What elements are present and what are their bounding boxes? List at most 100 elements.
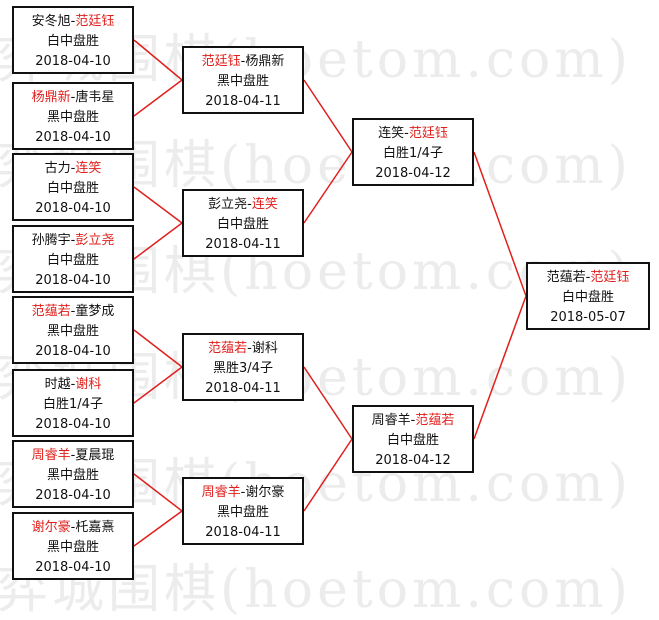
player-b-name: 谢科 xyxy=(251,341,278,356)
match-date: 2018-04-10 xyxy=(35,201,111,216)
match-box-r1m8: 谢尔豪-杔嘉熹黑中盘胜 2018-04-10 xyxy=(12,512,134,580)
match-players: 范廷钰-杨鼎新 xyxy=(184,52,302,72)
player-b-name: 范蕴若 xyxy=(415,413,455,428)
match-result: 黑中盘胜 xyxy=(46,468,99,483)
match-players: 周睿羊-夏晨琨 xyxy=(14,446,132,466)
connector-line xyxy=(133,39,183,81)
match-date: 2018-04-10 xyxy=(35,130,111,145)
match-result: 白中盘胜 xyxy=(216,217,269,232)
player-separator: - xyxy=(240,54,246,69)
player-separator: - xyxy=(70,90,76,105)
player-b-name: 连笑 xyxy=(251,197,278,212)
connector-line xyxy=(303,79,353,153)
player-separator: - xyxy=(70,304,76,319)
player-b-name: 唐韦星 xyxy=(75,90,115,105)
connector-line xyxy=(133,473,183,512)
player-b-name: 杨鼎新 xyxy=(245,54,285,69)
player-separator: - xyxy=(70,14,76,29)
match-players: 孙腾宇-彭立尧 xyxy=(14,231,132,251)
player-separator: - xyxy=(247,341,252,356)
player-separator: - xyxy=(404,126,409,141)
player-a-name: 孙腾宇 xyxy=(31,233,71,248)
match-result: 黑中盘胜 xyxy=(216,74,269,89)
player-b-name: 谢尔豪 xyxy=(245,485,285,500)
player-separator: - xyxy=(410,413,416,428)
match-box-r1m7: 周睿羊-夏晨琨黑中盘胜 2018-04-10 xyxy=(12,440,134,508)
match-result: 黑中盘胜 xyxy=(46,540,99,555)
connector-line xyxy=(473,151,527,297)
connector-line xyxy=(303,438,353,512)
player-b-name: 杔嘉熹 xyxy=(75,520,115,535)
match-players: 连笑-范廷钰 xyxy=(354,124,472,144)
connector-line xyxy=(133,329,183,368)
match-date: 2018-04-12 xyxy=(375,453,451,468)
player-a-name: 周睿羊 xyxy=(201,485,241,500)
player-separator: - xyxy=(70,520,76,535)
connector-line xyxy=(133,222,183,260)
player-b-name: 童梦成 xyxy=(75,304,115,319)
match-result: 白中盘胜 xyxy=(46,181,99,196)
match-result: 黑胜3/4子 xyxy=(213,361,273,376)
match-box-r3m2: 周睿羊-范蕴若白中盘胜 2018-04-12 xyxy=(352,405,474,473)
connector-line xyxy=(303,366,353,440)
match-result: 白胜1/4子 xyxy=(43,397,103,412)
connector-line xyxy=(473,295,527,440)
player-separator: - xyxy=(240,485,246,500)
match-box-r1m1: 安冬旭-范廷钰白中盘胜 2018-04-10 xyxy=(12,6,134,74)
match-players: 周睿羊-谢尔豪 xyxy=(184,483,302,503)
player-a-name: 范蕴若 xyxy=(546,270,586,285)
match-date: 2018-04-10 xyxy=(35,560,111,575)
player-separator: - xyxy=(585,270,591,285)
match-result: 白中盘胜 xyxy=(46,34,99,49)
player-separator: - xyxy=(70,377,76,392)
player-a-name: 连笑 xyxy=(378,126,405,141)
player-a-name: 时越 xyxy=(44,377,71,392)
match-result: 白中盘胜 xyxy=(46,253,99,268)
match-result: 黑中盘胜 xyxy=(46,324,99,339)
player-b-name: 连笑 xyxy=(75,161,102,176)
match-date: 2018-04-10 xyxy=(35,344,111,359)
player-separator: - xyxy=(70,448,76,463)
player-a-name: 周睿羊 xyxy=(31,448,71,463)
connector-line xyxy=(303,151,353,224)
player-a-name: 谢尔豪 xyxy=(31,520,71,535)
connector-line xyxy=(133,510,183,547)
connector-line xyxy=(133,79,183,117)
player-b-name: 范廷钰 xyxy=(75,14,115,29)
match-date: 2018-04-10 xyxy=(35,488,111,503)
match-result: 黑中盘胜 xyxy=(216,505,269,520)
bracket-connectors xyxy=(133,39,527,547)
match-players: 时越-谢科 xyxy=(14,375,132,395)
player-a-name: 安冬旭 xyxy=(31,14,71,29)
match-result: 黑中盘胜 xyxy=(46,110,99,125)
match-box-r2m1: 范廷钰-杨鼎新黑中盘胜 2018-04-11 xyxy=(182,46,304,114)
match-players: 范蕴若-谢科 xyxy=(184,339,302,359)
match-box-r2m2: 彭立尧-连笑白中盘胜 2018-04-11 xyxy=(182,189,304,257)
player-b-name: 夏晨琨 xyxy=(75,448,115,463)
connector-line xyxy=(133,186,183,224)
match-date: 2018-04-11 xyxy=(205,94,281,109)
match-players: 安冬旭-范廷钰 xyxy=(14,12,132,32)
match-players: 周睿羊-范蕴若 xyxy=(354,411,472,431)
player-b-name: 范廷钰 xyxy=(408,126,448,141)
match-players: 杨鼎新-唐韦星 xyxy=(14,88,132,108)
match-result: 白中盘胜 xyxy=(386,433,439,448)
player-b-name: 彭立尧 xyxy=(75,233,115,248)
match-result: 白中盘胜 xyxy=(561,290,614,305)
match-players: 谢尔豪-杔嘉熹 xyxy=(14,518,132,538)
player-a-name: 范廷钰 xyxy=(201,54,241,69)
player-separator: - xyxy=(247,197,252,212)
match-players: 彭立尧-连笑 xyxy=(184,195,302,215)
player-a-name: 范蕴若 xyxy=(208,341,248,356)
match-date: 2018-04-11 xyxy=(205,237,281,252)
match-date: 2018-04-10 xyxy=(35,54,111,69)
player-a-name: 古力 xyxy=(44,161,71,176)
